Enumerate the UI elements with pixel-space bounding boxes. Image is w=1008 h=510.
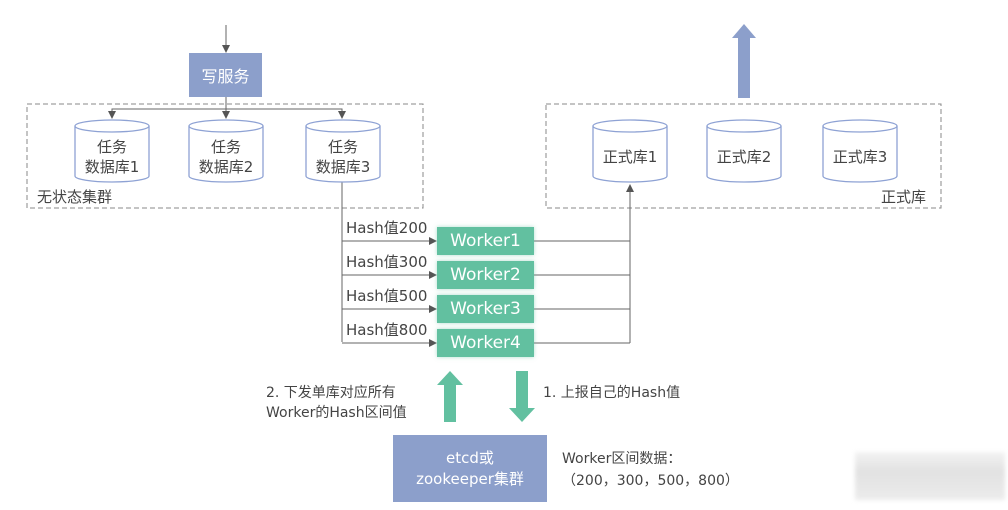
formal-db-cylinder-2	[706, 119, 782, 183]
output-arrow-icon	[732, 24, 756, 98]
worker-1-label: Worker1	[450, 231, 521, 251]
task-db-cylinder-3	[305, 119, 381, 183]
stateless-cluster-border	[26, 103, 424, 209]
task-db-2-line2: 数据库2	[198, 158, 254, 176]
hash-label-4: Hash值800	[346, 321, 428, 339]
task-db-1-line1: 任务	[96, 138, 127, 156]
interval-data-title: Worker区间数据：	[562, 451, 682, 467]
task-db-cylinder-1	[74, 119, 150, 183]
task-db-2[interactable]: 任务 数据库2	[189, 120, 263, 184]
coordinator-line1: etcd或	[446, 448, 494, 467]
hash-label-1: Hash值200	[346, 219, 428, 237]
task-db-3-line2: 数据库3	[315, 158, 371, 176]
task-db-cylinder-2	[188, 119, 264, 183]
report-label: 1. 上报自己的Hash值	[543, 385, 681, 401]
formal-db-3[interactable]: 正式库3	[823, 120, 897, 184]
report-down-arrow-icon	[509, 371, 535, 422]
formal-cluster-label: 正式库	[881, 188, 927, 206]
formal-db-cylinder-3	[822, 119, 898, 183]
hash-label-3: Hash值500	[346, 287, 428, 305]
dispatch-label-line1: 2. 下发单库对应所有	[266, 385, 396, 401]
formal-db-1[interactable]: 正式库1	[593, 120, 667, 184]
task-db-2-line1: 任务	[210, 138, 241, 156]
hash-label-2: Hash值300	[346, 253, 428, 271]
worker-2[interactable]: Worker2	[437, 261, 534, 289]
watermark-blur	[855, 452, 1005, 500]
formal-db-cylinder-1	[592, 119, 668, 183]
worker-4-label: Worker4	[450, 333, 521, 353]
worker-2-label: Worker2	[450, 265, 521, 285]
task-db-3[interactable]: 任务 数据库3	[306, 120, 380, 184]
worker-1[interactable]: Worker1	[437, 227, 534, 255]
task-db-1[interactable]: 任务 数据库1	[75, 120, 149, 184]
worker-3[interactable]: Worker3	[437, 295, 534, 323]
coordinator-line2: zookeeper集群	[416, 469, 524, 488]
formal-db-2-label: 正式库2	[716, 148, 772, 166]
worker-3-label: Worker3	[450, 299, 521, 319]
task-db-3-line1: 任务	[327, 138, 358, 156]
formal-db-3-label: 正式库3	[832, 148, 888, 166]
dispatch-up-arrow-icon	[437, 371, 463, 422]
stateless-cluster-label: 无状态集群	[37, 188, 113, 206]
coordinator-box[interactable]: etcd或 zookeeper集群	[393, 435, 547, 502]
formal-db-2[interactable]: 正式库2	[707, 120, 781, 184]
dispatch-label-line2: Worker的Hash区间值	[266, 405, 407, 421]
fanout-line	[111, 108, 343, 118]
interval-data-values: （200，300，500，800）	[562, 473, 739, 489]
task-db-1-line2: 数据库1	[84, 158, 140, 176]
write-service-box[interactable]: 写服务	[189, 53, 262, 97]
formal-cluster-border	[545, 103, 942, 209]
worker-4[interactable]: Worker4	[437, 329, 534, 357]
write-service-label: 写服务	[201, 67, 250, 86]
formal-db-1-label: 正式库1	[602, 148, 658, 166]
